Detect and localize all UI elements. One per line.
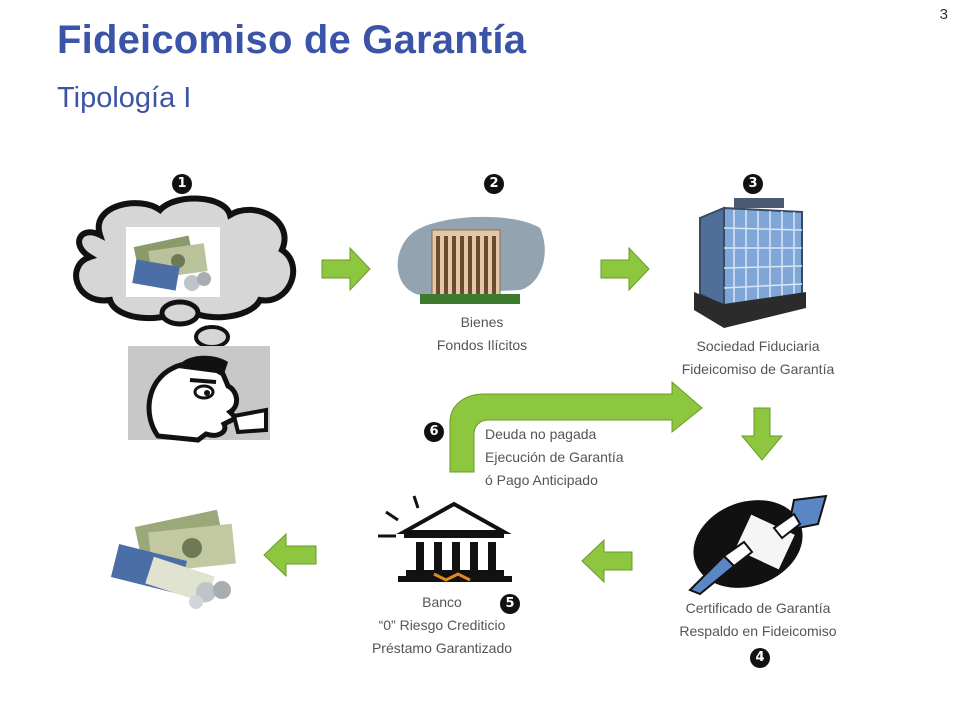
step-badge-5: 5	[500, 594, 520, 614]
caption-deuda: Deuda no pagada Ejecución de Garantía ó …	[485, 426, 624, 488]
office-building-icon	[694, 198, 806, 328]
apartment-building-icon	[397, 216, 545, 304]
flow-arrow-5-money	[263, 532, 317, 578]
page-title: Fideicomiso de Garantía	[57, 18, 527, 62]
handshake-icon	[688, 494, 828, 596]
page-number: 3	[939, 6, 948, 23]
flow-arrow-6-curved	[449, 380, 703, 473]
step-badge-1: 1	[172, 174, 192, 194]
caption-bienes: Bienes Fondos Ilícitos	[436, 314, 528, 353]
flow-arrow-3-4	[740, 407, 784, 461]
money-icon	[126, 227, 220, 297]
thinking-man-icon	[128, 346, 270, 443]
caption-sociedad: Sociedad Fiduciaria Fideicomiso de Garan…	[681, 338, 835, 377]
flow-arrow-4-5	[581, 538, 633, 584]
caption-certificado: Certificado de Garantía Respaldo en Fide…	[679, 600, 837, 639]
step-badge-3: 3	[743, 174, 763, 194]
step-badge-6: 6	[424, 422, 444, 442]
flow-arrow-1-2	[321, 246, 371, 292]
caption-banco: Banco “0” Riesgo Crediticio Préstamo Gar…	[371, 594, 513, 656]
page-subtitle: Tipología I	[57, 82, 192, 114]
bank-icon	[378, 495, 512, 582]
flow-arrow-2-3	[600, 246, 650, 292]
step-badge-4: 4	[750, 648, 770, 668]
money-pile-icon	[110, 509, 236, 609]
step-badge-2: 2	[484, 174, 504, 194]
